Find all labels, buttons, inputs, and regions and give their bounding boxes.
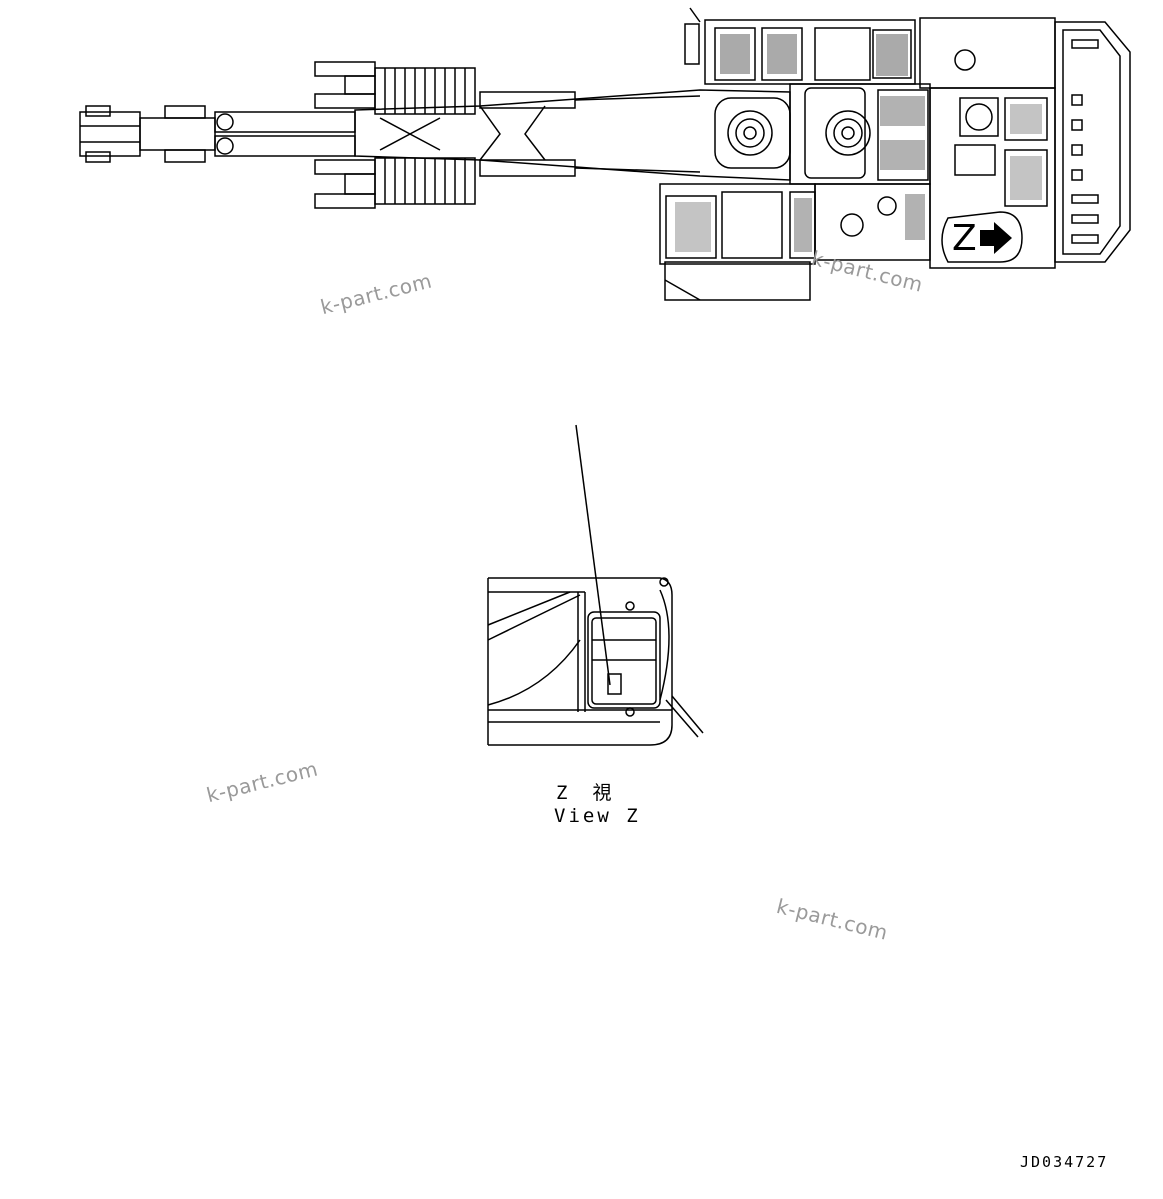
bucket-attachment <box>79 105 356 163</box>
cab-outline <box>1054 21 1131 263</box>
view-z-detail <box>487 577 704 746</box>
view-marker <box>941 211 1023 263</box>
view-label-jp: Z 視 <box>556 782 615 804</box>
view-label-en: View Z <box>554 805 641 827</box>
view-marker-letter: Z <box>952 218 977 259</box>
track-upper <box>314 61 476 115</box>
hatched-panels <box>675 34 1042 252</box>
arrow-right-icon <box>980 222 1012 254</box>
track-lower <box>314 157 476 209</box>
swing-center <box>804 87 871 179</box>
drawing-code: JD034727 <box>1020 1153 1109 1171</box>
boom-pivot <box>714 97 791 169</box>
leader-line <box>575 424 611 686</box>
engine-deck <box>659 183 931 301</box>
